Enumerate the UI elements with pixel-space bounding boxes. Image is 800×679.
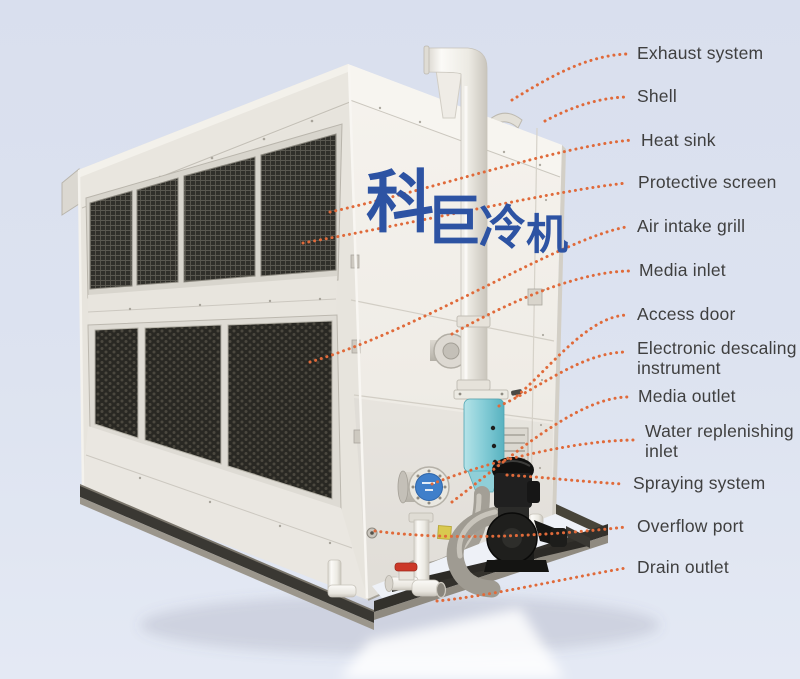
label-drain-outlet: Drain outlet bbox=[637, 557, 729, 577]
machine-left-face bbox=[61, 64, 368, 600]
water-replenishing-flange bbox=[397, 466, 450, 508]
label-media-inlet: Media inlet bbox=[639, 260, 726, 280]
label-water-replenishing-inlet: Water replenishing inlet bbox=[645, 421, 794, 461]
basin-skirt bbox=[82, 426, 368, 600]
descaling-instrument bbox=[453, 389, 509, 493]
label-air-intake-grill: Air intake grill bbox=[637, 216, 746, 236]
drain-valve bbox=[394, 562, 418, 581]
floor-shadow bbox=[140, 595, 660, 679]
brand-char-3: 冷 bbox=[479, 201, 526, 256]
media-inlet-flange bbox=[430, 333, 469, 369]
air-intake-grill-panels bbox=[87, 314, 342, 511]
overflow-port bbox=[366, 527, 378, 539]
brand-char-2: 巨 bbox=[426, 189, 482, 253]
label-protective-screen: Protective screen bbox=[638, 172, 777, 192]
brand-char-1: 科 bbox=[366, 164, 435, 243]
brand-char-4: 机 bbox=[526, 210, 569, 259]
label-media-outlet: Media outlet bbox=[638, 386, 736, 406]
label-electronic-descaling-instrument: Electronic descaling instrument bbox=[637, 338, 797, 378]
label-access-door: Access door bbox=[637, 304, 736, 324]
label-shell: Shell bbox=[637, 86, 677, 106]
label-heat-sink: Heat sink bbox=[641, 130, 716, 150]
label-exhaust-system: Exhaust system bbox=[637, 43, 764, 63]
drain-pipe-assembly bbox=[327, 512, 447, 599]
circulation-pump bbox=[446, 457, 567, 598]
label-spraying-system: Spraying system bbox=[633, 473, 766, 493]
protective-screen-panels bbox=[85, 123, 343, 299]
label-overflow-port: Overflow port bbox=[637, 516, 744, 536]
leader-lines bbox=[301, 52, 639, 603]
